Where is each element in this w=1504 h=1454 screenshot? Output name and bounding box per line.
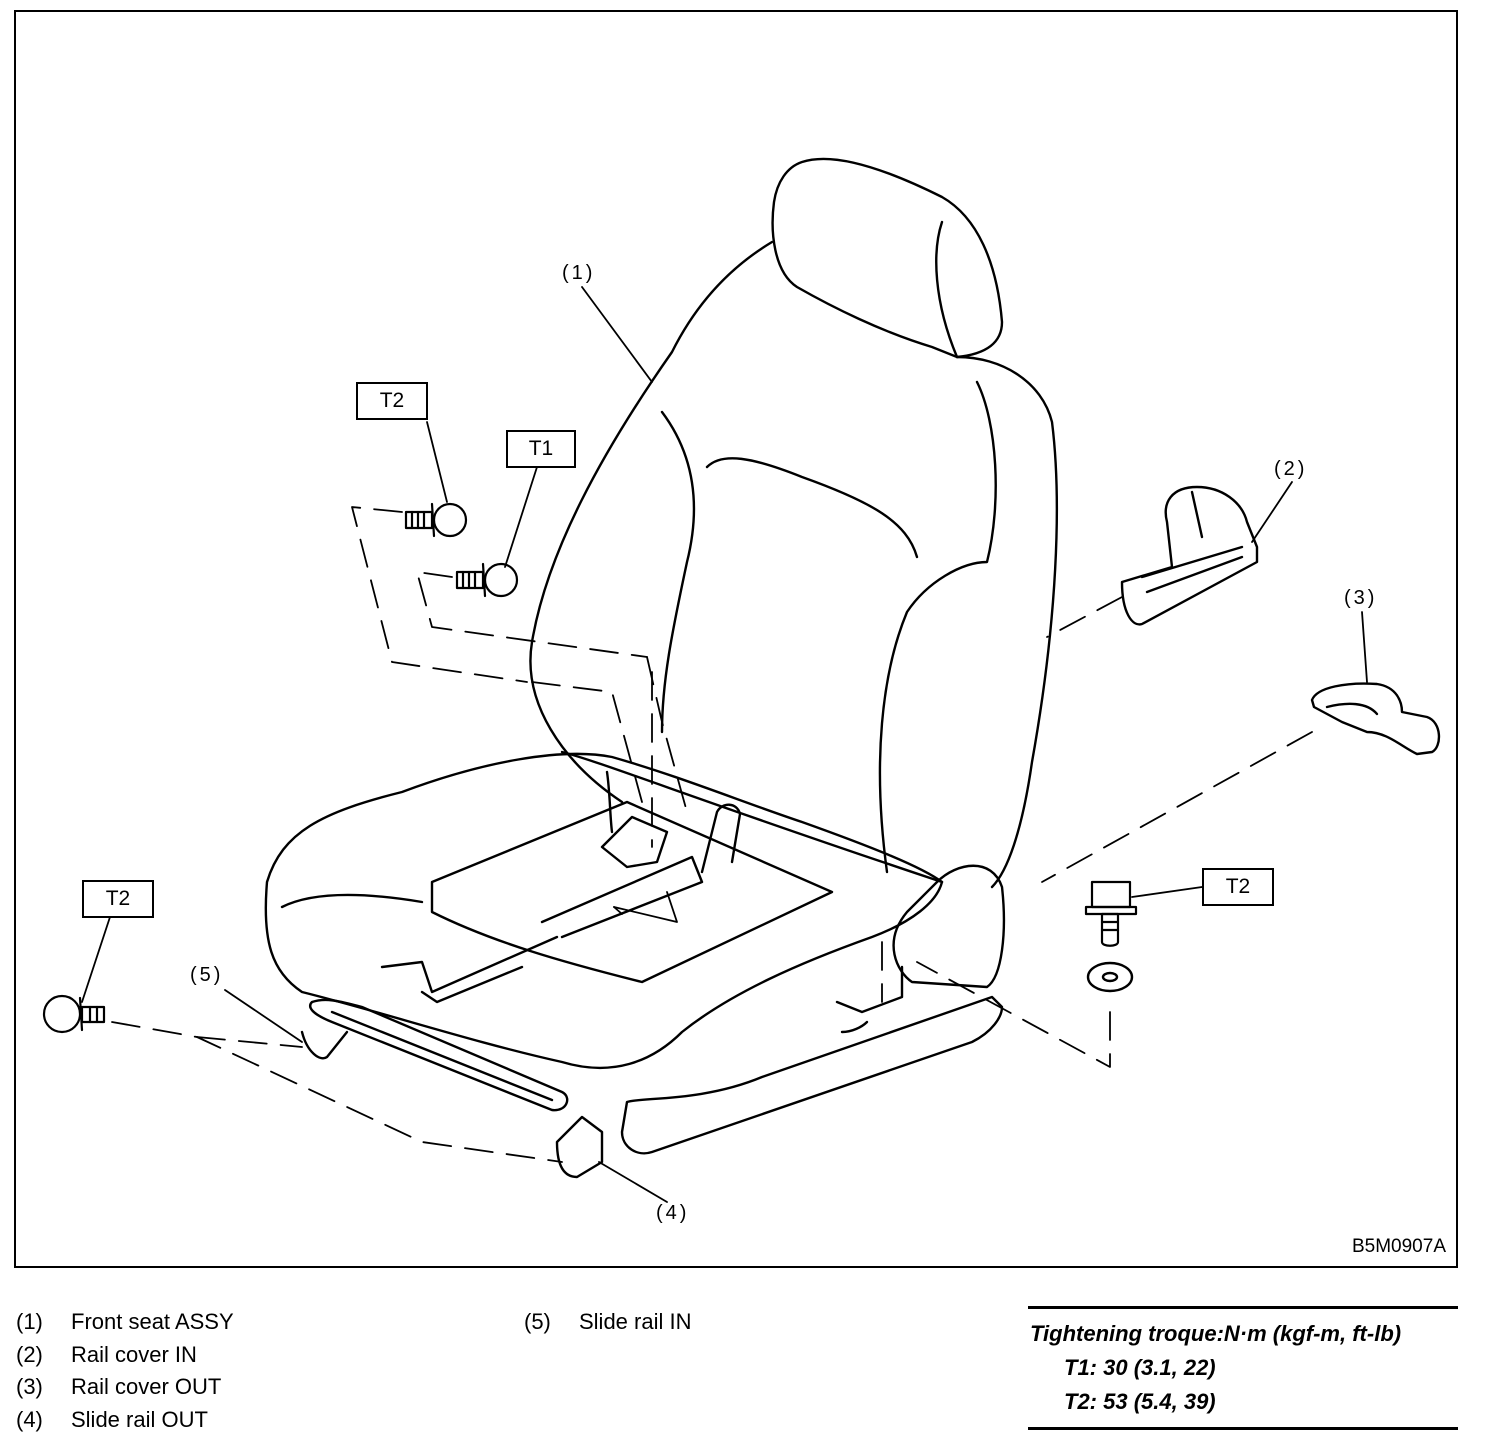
- rail-cover-out: [1310, 682, 1441, 756]
- legend-label: Slide rail OUT: [71, 1406, 208, 1432]
- seat-back-front: [529, 240, 774, 804]
- headrest: [771, 157, 1004, 359]
- bolt-top-t2: [404, 502, 468, 538]
- legend-num: (5): [524, 1309, 551, 1334]
- headrest-side: [935, 220, 959, 359]
- slide-rail-in: [309, 998, 569, 1112]
- exploded-diagram: T2 T1 T2 T2 (1) (2) (3) (4) (5) B5M0907A: [14, 10, 1458, 1268]
- torque-t2: T2: 53 (5.4, 39): [1064, 1389, 1216, 1414]
- torque-title: Tightening troque:N·m (kgf-m, ft-lb): [1030, 1321, 1402, 1346]
- seat-back-panel: [705, 457, 919, 559]
- figure-code: B5M0907A: [1351, 1236, 1446, 1257]
- legend-label: Slide rail IN: [579, 1309, 692, 1334]
- bolt-right-t2: [1084, 880, 1138, 947]
- cushion-seam: [560, 750, 944, 884]
- legend-right: (5) Slide rail IN: [524, 1306, 691, 1339]
- torque-box-left-t2: T2: [82, 880, 154, 918]
- seat-drawing: [42, 157, 1441, 1203]
- torque-box-top-t2: T2: [356, 382, 428, 420]
- legend-left: (1) Front seat ASSY (2) Rail cover IN (3…: [16, 1306, 234, 1436]
- torque-t1: T1: 30 (3.1, 22): [1064, 1355, 1216, 1380]
- legend-label: Rail cover IN: [71, 1341, 197, 1367]
- seat-back-inner: [660, 410, 696, 734]
- slide-rail-out: [620, 995, 1004, 1155]
- torque-box-top-t1: T1: [506, 430, 576, 468]
- torque-box-right-t2: T2: [1202, 868, 1274, 906]
- legend-label: Rail cover OUT: [71, 1374, 222, 1399]
- bolt-left-t2: [42, 994, 106, 1034]
- callout-3: (3): [1344, 587, 1378, 609]
- rail-cover-in: [1120, 485, 1259, 626]
- legend-num: (2): [16, 1341, 43, 1367]
- legend-num: (3): [16, 1374, 43, 1399]
- seat-back-right: [878, 380, 997, 874]
- callout-5: (5): [190, 964, 224, 986]
- legend-label: Front seat ASSY: [71, 1309, 234, 1334]
- seat-back-outline: [955, 355, 1059, 889]
- torque-spec: Tightening troque:N·m (kgf-m, ft-lb) T1:…: [1028, 1306, 1458, 1430]
- callout-1: (1): [562, 262, 596, 284]
- seat-cushion: [264, 752, 944, 1070]
- cushion-panel: [430, 800, 834, 984]
- callout-2: (2): [1274, 458, 1308, 480]
- legend-num: (4): [16, 1406, 43, 1432]
- washer: [1086, 961, 1134, 993]
- legend-item: (4) Slide rail OUT: [16, 1404, 234, 1437]
- legend-num: (1): [16, 1309, 43, 1334]
- legend-item: (3) Rail cover OUT: [16, 1371, 234, 1404]
- legend-item: (2) Rail cover IN: [16, 1339, 234, 1372]
- bolt-top-t1: [455, 562, 519, 598]
- legend-item: (1) Front seat ASSY: [16, 1306, 234, 1339]
- legend-item: (5) Slide rail IN: [524, 1306, 691, 1339]
- callout-4: (4): [656, 1202, 690, 1224]
- side-trim: [892, 864, 1006, 989]
